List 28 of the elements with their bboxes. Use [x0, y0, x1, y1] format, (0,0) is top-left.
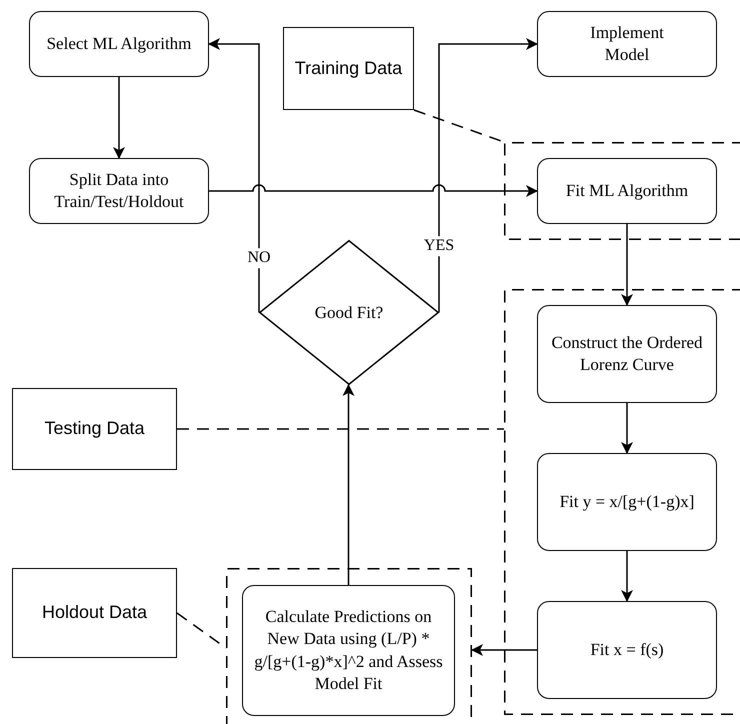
- arrow: [113, 77, 125, 159]
- process-box: Fit y = x/[g+(1-g)x]: [537, 453, 717, 551]
- process-box: Calculate Predictions on New Data using (L/P) * g/[g+(1-g)*x]^2 and Assess Model Fit: [242, 585, 455, 716]
- arrow: [208, 38, 260, 312]
- arrow: [621, 551, 633, 602]
- process-box: Fit x = f(s): [537, 601, 717, 699]
- dashed-connector: [176, 612, 226, 649]
- data-box: Holdout Data: [12, 568, 177, 658]
- dashed-group-frame: [504, 142, 740, 240]
- data-box: Testing Data: [12, 388, 177, 470]
- process-box: Implement Model: [537, 11, 717, 77]
- decision-label: Good Fit?: [314, 302, 384, 322]
- arrow: [621, 403, 633, 454]
- process-box: Construct the Ordered Lorenz Curve: [537, 305, 717, 403]
- dashed-group-frame: [504, 289, 740, 715]
- process-box: Select ML Algorithm: [29, 11, 209, 77]
- process-box: Split Data into Train/Test/Holdout: [29, 158, 209, 224]
- arrow: [621, 224, 633, 306]
- edge-label: YES: [422, 236, 456, 256]
- dashed-group-frame: [226, 568, 472, 724]
- data-box: Training Data: [283, 27, 414, 110]
- edge-label: NO: [246, 248, 272, 268]
- dashed-connector: [177, 428, 504, 430]
- process-box: Fit ML Algorithm: [537, 158, 717, 224]
- arrow: [342, 384, 354, 585]
- arrow: [471, 644, 537, 656]
- arrow: [209, 184, 538, 197]
- arrow: [438, 38, 538, 312]
